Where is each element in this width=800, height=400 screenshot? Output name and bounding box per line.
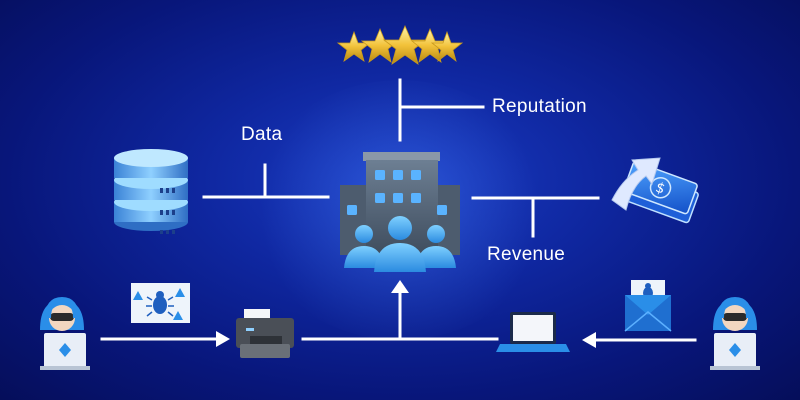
five-stars-icon: [336, 24, 464, 65]
data-label: Data: [241, 124, 283, 145]
arrow-head-up: [391, 280, 409, 293]
hacker-left-icon: [40, 296, 90, 370]
laptop-icon: [496, 312, 570, 352]
company-building-with-people-icon: [340, 152, 460, 272]
money-with-up-arrow-icon: $: [611, 157, 699, 224]
hacker-right-icon: [710, 296, 760, 370]
printer-icon: [236, 309, 294, 358]
revenue-label: Revenue: [487, 244, 566, 265]
arrow-heads: [216, 280, 596, 348]
connector-lines: [100, 78, 697, 342]
arrow-head-left: [582, 332, 596, 348]
arrow-head-right: [216, 331, 230, 347]
malware-email-envelope-icon: [624, 280, 672, 332]
database-server-icon: [114, 149, 188, 234]
reputation-label: Reputation: [492, 96, 587, 117]
malware-bug-warning-icon: [131, 283, 190, 323]
